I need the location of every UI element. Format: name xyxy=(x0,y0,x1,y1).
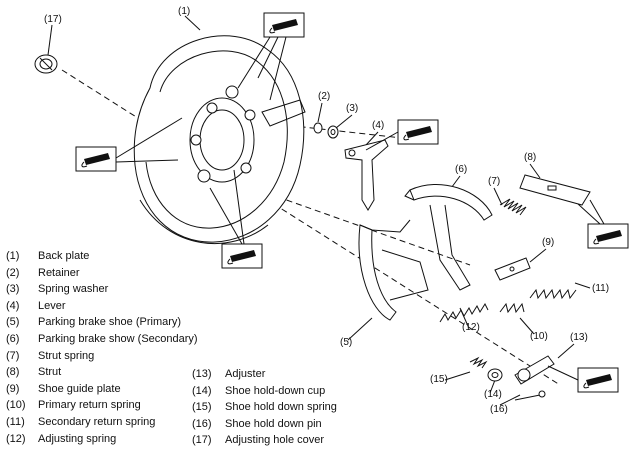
legend-number: (5) xyxy=(6,316,20,329)
grease-tube-icon xyxy=(221,243,263,269)
legend-row: (13) Adjuster xyxy=(192,366,337,383)
adjuster xyxy=(514,355,555,385)
legend-row: (2) Retainer xyxy=(6,265,198,282)
legend-number: (9) xyxy=(6,382,20,395)
legend-label: Shoe hold down pin xyxy=(225,417,322,430)
callout-16: (16) xyxy=(490,404,508,415)
legend-label: Lever xyxy=(38,299,66,312)
legend-label: Back plate xyxy=(38,250,90,262)
retainer xyxy=(313,122,323,134)
shoe-guide-plate xyxy=(494,257,531,281)
legend-label: Strut spring xyxy=(38,349,95,362)
callout-9: (9) xyxy=(542,237,554,248)
grease-tube-icon xyxy=(397,119,439,145)
secondary-return-spring xyxy=(529,288,577,300)
legend-row: (1) Back plate xyxy=(6,248,198,265)
legend-label: Retainer xyxy=(38,266,80,279)
callout-12: (12) xyxy=(462,322,480,333)
legend-row: (16) Shoe hold down pin xyxy=(192,416,337,433)
legend-number: (14) xyxy=(192,384,212,397)
callout-8: (8) xyxy=(524,152,536,163)
callout-2: (2) xyxy=(318,91,330,102)
legend-number: (11) xyxy=(6,415,25,428)
legend-label: Shoe hold down spring xyxy=(225,401,337,414)
legend-label: Shoe guide plate xyxy=(38,382,121,395)
legend-number: (15) xyxy=(192,401,212,414)
legend-label: Adjuster xyxy=(225,368,266,380)
legend-row: (11) Secondary return spring xyxy=(6,414,198,431)
legend-row: (4) Lever xyxy=(6,298,198,315)
legend-number: (17) xyxy=(192,434,212,447)
callout-3: (3) xyxy=(346,103,358,114)
parking-brake-shoe-primary xyxy=(358,219,429,321)
callout-14: (14) xyxy=(484,389,502,400)
legend-number: (3) xyxy=(6,283,20,296)
legend-number: (1) xyxy=(6,250,20,262)
legend-label: Strut xyxy=(38,366,62,379)
legend-number: (16) xyxy=(192,417,212,430)
strut-spring xyxy=(499,198,527,216)
legend-label: Adjusting hole cover xyxy=(225,434,325,447)
legend-label: Primary return spring xyxy=(38,399,141,412)
legend-number: (6) xyxy=(6,332,20,345)
callout-11: (11) xyxy=(592,283,609,294)
shoe-hold-down-pin xyxy=(514,390,546,401)
callout-6: (6) xyxy=(455,164,467,175)
back-plate xyxy=(133,35,306,245)
primary-return-spring xyxy=(499,302,525,314)
legend-number: (8) xyxy=(6,366,20,379)
legend-label: Parking brake show (Secondary) xyxy=(38,332,198,345)
callout-13: (13) xyxy=(570,332,588,343)
lever xyxy=(344,139,389,211)
legend-row: (10) Primary return spring xyxy=(6,397,198,414)
grease-tube-icon xyxy=(263,12,305,38)
adjusting-spring xyxy=(439,302,489,323)
callout-5: (5) xyxy=(340,337,352,348)
legend-number: (4) xyxy=(6,299,20,312)
legend-number: (2) xyxy=(6,266,20,279)
shoe-hold-down-cup xyxy=(487,368,503,382)
grease-tube-icon xyxy=(577,367,619,393)
legend-row: (12) Adjusting spring xyxy=(6,431,198,448)
legend-label: Spring washer xyxy=(38,283,109,296)
grease-tube-icon xyxy=(75,146,117,172)
callout-4: (4) xyxy=(372,120,384,131)
parking-brake-shoe-secondary xyxy=(404,183,493,291)
legend-label: Parking brake shoe (Primary) xyxy=(38,316,182,329)
legend-row: (3) Spring washer xyxy=(6,281,198,298)
grease-tube-icon xyxy=(587,223,629,249)
legend-row: (7) Strut spring xyxy=(6,348,198,365)
adjusting-hole-cover xyxy=(34,54,58,74)
callout-15: (15) xyxy=(430,374,448,385)
parts-legend-left: (1) Back plate (2) Retainer (3) Spring wash… xyxy=(6,248,198,447)
legend-label: Adjusting spring xyxy=(38,432,117,445)
legend-row: (8) Strut xyxy=(6,364,198,381)
callout-7: (7) xyxy=(488,176,500,187)
callout-17: (17) xyxy=(44,14,62,25)
parts-legend-right: (13) Adjuster (14) Shoe hold-down cup (15)… xyxy=(192,366,337,449)
legend-number: (13) xyxy=(192,368,212,380)
legend-number: (7) xyxy=(6,349,20,362)
legend-row: (15) Shoe hold down spring xyxy=(192,399,337,416)
spring-washer xyxy=(327,125,339,139)
legend-label: Secondary return spring xyxy=(38,415,156,428)
shoe-hold-down-spring xyxy=(469,356,488,369)
legend-number: (10) xyxy=(6,399,26,412)
strut xyxy=(519,174,591,206)
legend-row: (14) Shoe hold-down cup xyxy=(192,383,337,400)
legend-row: (6) Parking brake show (Secondary) xyxy=(6,331,198,348)
callout-10: (10) xyxy=(530,331,548,342)
legend-row: (9) Shoe guide plate xyxy=(6,381,198,398)
legend-label: Shoe hold-down cup xyxy=(225,384,326,397)
legend-number: (12) xyxy=(6,432,26,445)
callout-1: (1) xyxy=(178,6,190,17)
legend-row: (5) Parking brake shoe (Primary) xyxy=(6,314,198,331)
legend-row: (17) Adjusting hole cover xyxy=(192,432,337,449)
